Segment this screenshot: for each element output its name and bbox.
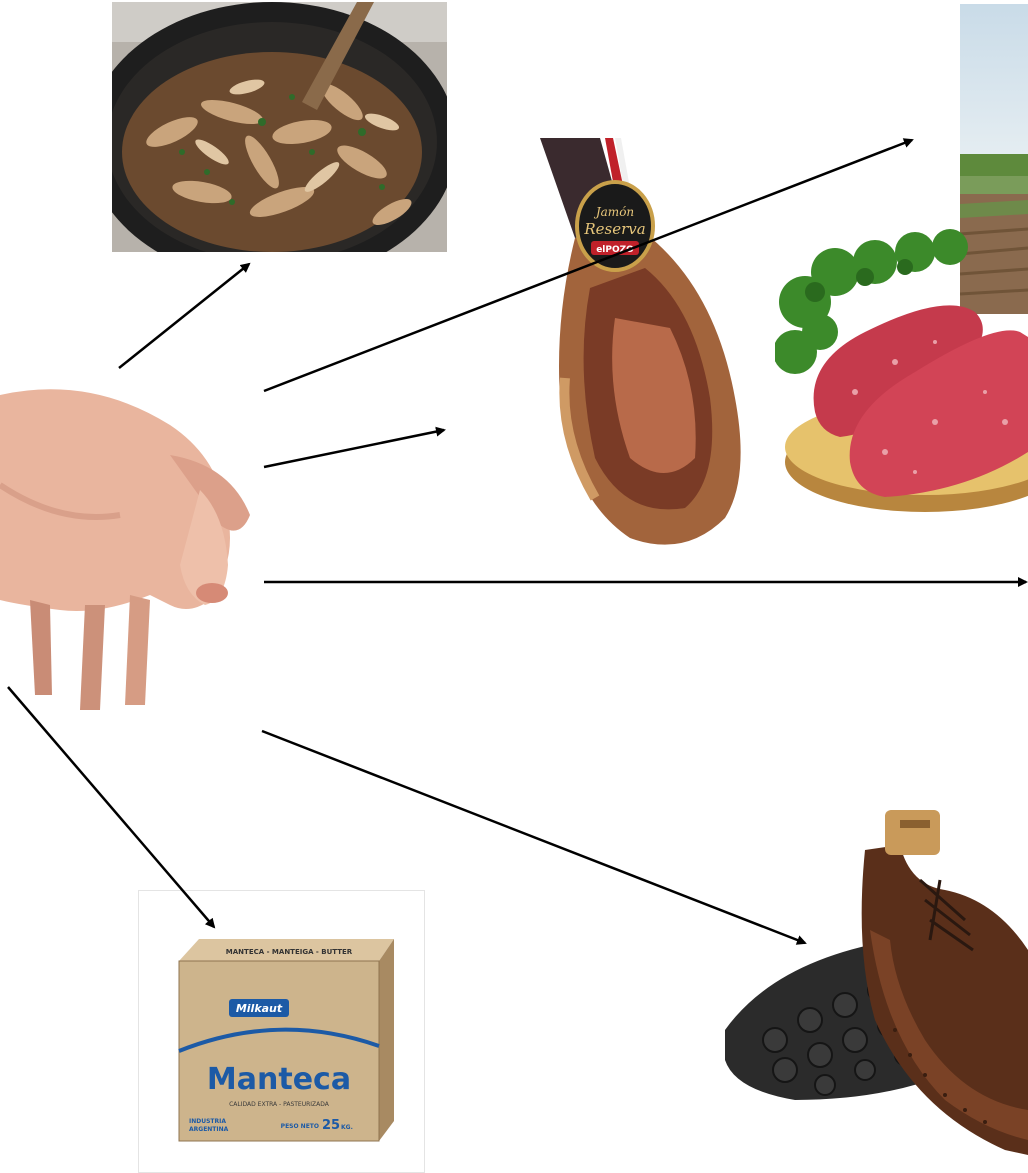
arrow-to-lard xyxy=(8,687,214,927)
arrow-to-ham xyxy=(264,430,444,467)
arrow-to-farm-field xyxy=(264,140,912,391)
arrow-to-pulled-pork xyxy=(119,264,249,368)
arrow-to-shoes xyxy=(262,731,805,943)
